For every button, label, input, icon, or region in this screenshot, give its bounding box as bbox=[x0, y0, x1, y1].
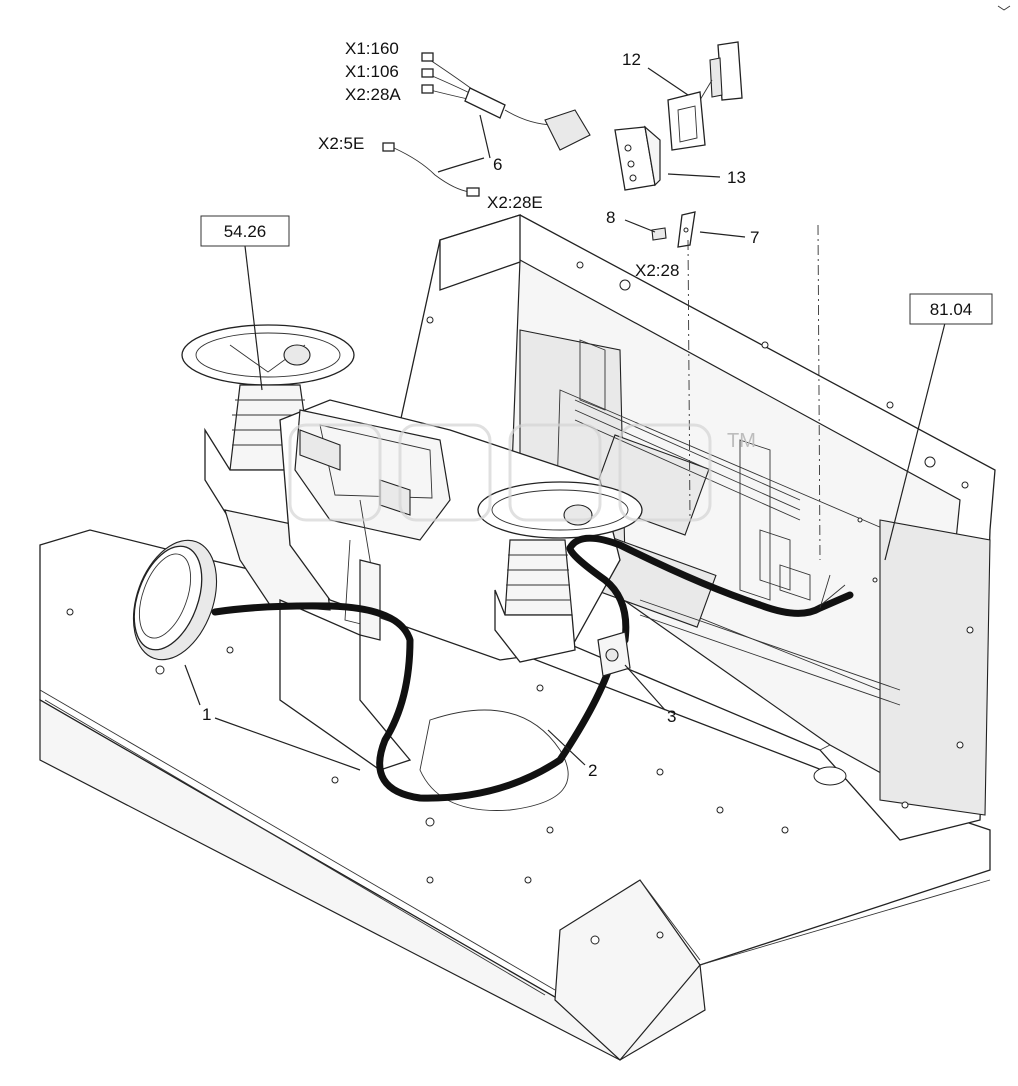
label-x1-160: X1:160 bbox=[345, 39, 399, 58]
callout-8: 8 bbox=[606, 208, 615, 227]
right-steering-unit bbox=[477, 481, 643, 663]
grommet bbox=[597, 631, 631, 677]
center-lines bbox=[687, 224, 821, 561]
callout-1: 1 bbox=[202, 705, 211, 724]
callout-6: 6 bbox=[493, 155, 502, 174]
harness-6 bbox=[382, 52, 591, 197]
ref-label-5426: 54.26 bbox=[224, 222, 267, 241]
trademark-text: TM bbox=[727, 430, 756, 452]
connector-12 bbox=[667, 41, 743, 151]
callout-7: 7 bbox=[750, 228, 759, 247]
bracket-7 bbox=[677, 211, 696, 248]
callout-3: 3 bbox=[667, 707, 676, 726]
work-lamp bbox=[132, 539, 218, 661]
label-x2-28a: X2:28A bbox=[345, 85, 401, 104]
label-x1-106: X1:106 bbox=[345, 62, 399, 81]
callout-13: 13 bbox=[727, 168, 746, 187]
ref-box-8104[interactable]: 81.04 bbox=[909, 293, 993, 325]
floor-holes bbox=[66, 608, 847, 945]
label-x2-5e: X2:5E bbox=[318, 134, 364, 153]
callout-2: 2 bbox=[588, 761, 597, 780]
clip-8 bbox=[651, 227, 667, 241]
label-x2-28e: X2:28E bbox=[487, 193, 543, 212]
connector-13 bbox=[614, 125, 661, 191]
cab-floor bbox=[39, 529, 991, 1061]
ref-label-8104: 81.04 bbox=[930, 300, 973, 319]
wiring-harness bbox=[211, 534, 854, 802]
leader-lines bbox=[184, 67, 946, 771]
callout-12: 12 bbox=[622, 50, 641, 69]
watermark bbox=[288, 423, 712, 522]
corner-mark bbox=[997, 5, 1011, 11]
label-x2-28: X2:28 bbox=[635, 261, 679, 280]
ref-box-5426[interactable]: 54.26 bbox=[200, 215, 290, 247]
